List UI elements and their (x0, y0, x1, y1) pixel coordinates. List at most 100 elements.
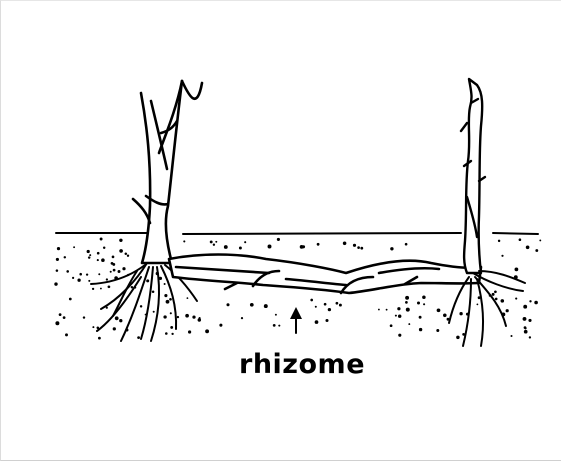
soil-speckle (66, 270, 69, 273)
soil-speckle (188, 330, 191, 333)
soil-speckle (510, 335, 512, 337)
soil-speckle (515, 268, 519, 272)
soil-speckle (83, 316, 85, 318)
left-plant-stem (133, 81, 202, 263)
soil-speckle (395, 315, 397, 317)
soil-speckle (101, 258, 105, 262)
soil-speckle (534, 301, 538, 305)
soil-speckle (108, 285, 111, 288)
soil-speckle (324, 303, 327, 306)
soil-speckle (192, 315, 195, 318)
soil-speckle (127, 255, 129, 257)
soil-speckle (98, 273, 100, 275)
soil-speckle (494, 290, 497, 293)
soil-speckle (153, 311, 155, 313)
soil-speckle (198, 318, 201, 321)
soil-speckle (357, 246, 360, 249)
soil-speckle (183, 240, 185, 242)
soil-speckle (226, 303, 229, 306)
soil-speckle (456, 336, 459, 339)
soil-speckle (219, 324, 222, 327)
soil-speckle (125, 252, 128, 255)
rhizome-body (169, 255, 481, 294)
soil-speckle (492, 293, 495, 296)
soil-speckle (264, 304, 268, 308)
soil-speckle (405, 243, 408, 246)
soil-speckle (55, 321, 59, 325)
soil-speckle (310, 299, 313, 302)
soil-speckle (268, 245, 272, 249)
soil-speckle (241, 317, 243, 319)
soil-speckle (119, 319, 122, 322)
soil-speckle (423, 303, 425, 305)
soil-speckle (97, 252, 100, 255)
soil-speckle (419, 316, 422, 319)
rhizome-label: rhizome (239, 351, 365, 378)
soil-speckle (164, 294, 167, 297)
soil-speckle (171, 333, 173, 335)
soil-speckle (69, 298, 72, 301)
soil-speckle (539, 239, 541, 241)
soil-speckle (89, 254, 91, 256)
soil-speckle (523, 305, 527, 309)
soil-speckle (501, 255, 503, 257)
soil-speckle (250, 303, 254, 307)
soil-speckle (100, 238, 103, 241)
soil-speckle (224, 245, 228, 249)
soil-speckle (187, 297, 189, 299)
soil-speckle (535, 249, 538, 252)
soil-speckle (506, 309, 509, 312)
soil-speckle (210, 240, 213, 243)
soil-speckle (339, 304, 342, 307)
soil-speckle (353, 244, 356, 247)
soil-speckle (122, 267, 125, 270)
soil-speckle (164, 283, 166, 285)
soil-speckle (515, 298, 517, 300)
soil-speckle (390, 324, 393, 327)
soil-speckle (419, 328, 422, 331)
soil-speckle (528, 319, 531, 322)
soil-speckle (239, 247, 242, 250)
soil-speckle (336, 302, 339, 305)
soil-speckle (103, 247, 105, 249)
soil-speckle (328, 308, 331, 311)
soil-speckle (302, 245, 305, 248)
soil-speckle (177, 316, 179, 318)
soil-speckle (244, 241, 246, 243)
soil-speckle (170, 326, 173, 329)
soil-speckle (519, 238, 522, 241)
soil-speckle (98, 337, 101, 340)
soil-speckle (92, 326, 94, 328)
soil-speckle (165, 332, 168, 335)
soil-speckle (390, 247, 393, 250)
soil-speckle (213, 244, 215, 246)
soil-speckle (398, 334, 401, 337)
soil-speckle (277, 238, 280, 241)
soil-speckle (408, 323, 410, 325)
soil-speckle (57, 247, 60, 250)
soil-speckle (185, 314, 189, 318)
soil-speckle (275, 314, 277, 316)
right-plant-stem (461, 79, 485, 273)
soil-speckle (86, 273, 88, 275)
soil-speckle (315, 320, 319, 324)
soil-speckle (529, 300, 531, 302)
soil-speckle (526, 245, 530, 249)
soil-speckle (529, 336, 531, 338)
soil-speckle (118, 270, 121, 273)
soil-speckle (170, 312, 172, 314)
soil-speckle (59, 313, 62, 316)
soil-speckle (146, 279, 149, 282)
soil-speckle (115, 316, 119, 320)
soil-speckle (273, 324, 276, 327)
soil-speckle (77, 279, 80, 282)
soil-speckle (459, 312, 462, 315)
soil-speckle (72, 277, 74, 279)
soil-speckle (205, 329, 209, 333)
soil-speckle (524, 327, 526, 329)
soil-speckle (56, 269, 59, 272)
soil-speckle (169, 298, 172, 301)
soil-speckle (79, 273, 82, 276)
